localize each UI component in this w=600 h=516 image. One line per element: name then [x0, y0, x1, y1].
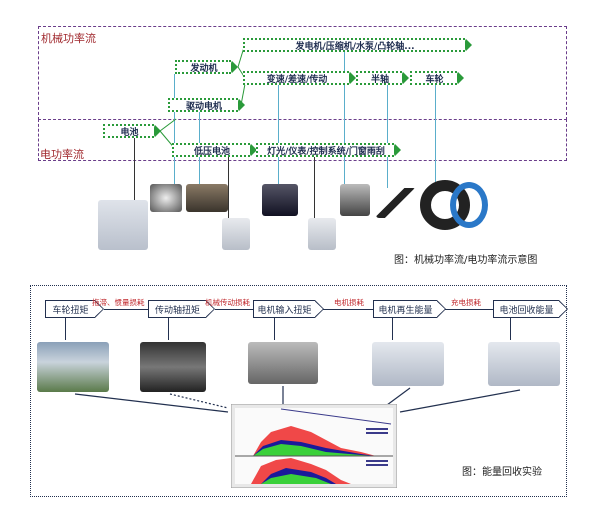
- connector-line: [510, 318, 511, 340]
- data-logger-image: [308, 218, 336, 250]
- loss-drag-inertia: 拖滞、惯量损耗: [92, 298, 145, 307]
- node-halfshaft: 半轴: [356, 71, 409, 85]
- wheel-sensor-image: [450, 182, 488, 228]
- connector-line: [392, 318, 393, 340]
- connector-line: [278, 85, 279, 190]
- node-engine: 发动机: [175, 60, 238, 74]
- connector-line: [134, 138, 135, 223]
- node-wheel: 车轮: [410, 71, 464, 85]
- loss-mechanical-transmission: 机械传动损耗: [205, 298, 250, 307]
- flow-line: [104, 309, 148, 310]
- halfshaft-sensor-image: [376, 188, 416, 218]
- node-transmission: 变速/差速/传动: [243, 71, 356, 85]
- driveshaft-sensor-image: [140, 342, 206, 392]
- transmission-image: [262, 184, 298, 216]
- node-lv-battery: 低压电池: [172, 143, 257, 157]
- connector-line: [274, 318, 275, 340]
- accessory-image: [340, 184, 370, 216]
- stage-motor-regen-energy: 电机再生能量: [373, 300, 437, 318]
- node-battery: 电池: [103, 124, 161, 138]
- node-accessories: 发电机/压缩机/水泵/凸轮轴...: [243, 38, 472, 52]
- node-drive-motor: 驱动电机: [168, 98, 245, 112]
- connector-line: [387, 85, 388, 190]
- stage-motor-input-torque: 电机输入扭矩: [253, 300, 315, 318]
- bottom-caption: 图：能量回收实验: [462, 467, 542, 478]
- connector-line: [174, 74, 175, 190]
- stage-wheel-torque: 车轮扭矩: [45, 300, 95, 318]
- loss-charging: 充电损耗: [451, 298, 481, 307]
- connector-line: [228, 157, 229, 225]
- motor-power-analyzer-image: [372, 342, 444, 386]
- connector-line: [314, 157, 315, 222]
- engine-image: [186, 184, 228, 212]
- mechanical-power-label: 机械功率流: [41, 32, 96, 45]
- flow-line: [445, 309, 493, 310]
- top-caption: 图：机械功率流/电功率流示意图: [394, 255, 538, 266]
- test-car-image: [37, 342, 109, 392]
- connector-line: [168, 318, 169, 340]
- flow-line: [323, 309, 373, 310]
- node-loads: 灯光/仪表/控制系统/门窗雨刮: [256, 143, 401, 157]
- mechanical-power-zone: [38, 26, 567, 120]
- stage-driveshaft-torque: 传动轴扭矩: [148, 300, 206, 318]
- battery-power-analyzer-image: [488, 342, 560, 386]
- motor-torque-sensor-image: [248, 342, 318, 384]
- result-arrows: [74, 386, 521, 413]
- flow-line: [215, 309, 253, 310]
- connector-line: [344, 50, 345, 190]
- sensor-image: [150, 184, 182, 212]
- connector-line: [65, 318, 66, 340]
- energy-recovery-chart-image: [231, 404, 397, 488]
- electrical-power-zone: [38, 119, 567, 161]
- stage-battery-recovered-energy: 电池回收能量: [493, 300, 559, 318]
- energy-recovery-panel: [30, 285, 567, 497]
- data-logger-image: [222, 218, 250, 250]
- data-logger-image: [98, 200, 148, 250]
- connector-line: [435, 85, 436, 185]
- loss-motor: 电机损耗: [334, 298, 364, 307]
- electrical-power-label: 电功率流: [40, 148, 84, 161]
